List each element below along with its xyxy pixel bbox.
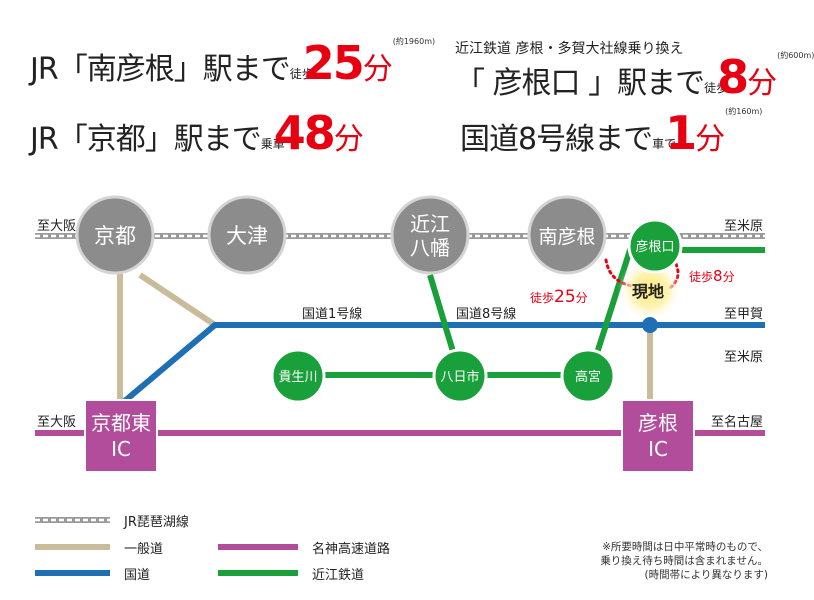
legend-ohmi-railway-label: 近江鉄道	[312, 568, 365, 583]
headline-kyoto-prefix: JR「京都」駅まで	[30, 122, 262, 157]
direction-jr-east: 至米原	[724, 219, 763, 234]
time-note-line1: ※所要時間は日中平常時のもので、	[602, 541, 768, 553]
ic-kyoto-higashi-label-2: IC	[111, 437, 131, 461]
headline-minami-hikone-prefix: JR「南彦根」駅まで	[30, 52, 291, 87]
legend-jr-label: JR琵琶湖線	[124, 515, 189, 530]
general-road-kyoto-route1	[138, 272, 217, 328]
route8-label: 国道8号線	[456, 306, 516, 322]
headline-hikoneguchi-unit: 分	[747, 66, 778, 101]
station-kibukawa-label: 貴生川	[278, 370, 317, 385]
station-yokaichi-label: 八日市	[440, 369, 479, 385]
station-kibukawa	[270, 348, 326, 404]
headline-hikoneguchi-prefix: 「 彦根口 」駅まで	[455, 66, 705, 101]
walk-8-value: 8	[713, 267, 723, 285]
station-omihachiman-label-1: 近江	[410, 212, 450, 236]
station-takamiya	[560, 348, 616, 404]
direction-ohmi-east: 至米原	[724, 350, 763, 365]
station-kyoto	[75, 195, 155, 275]
legend-national-road-label: 国道	[124, 568, 151, 583]
headline-route8-unit: 分	[695, 122, 726, 157]
station-minami-hikone-label: 南彦根	[538, 226, 595, 248]
station-otsu	[207, 195, 287, 275]
headline-minami-hikone-distance: (約1960m)	[392, 37, 436, 46]
direction-jr-west: 至大阪	[37, 219, 76, 234]
station-otsu-label: 大津	[226, 224, 268, 248]
walk-8-mode: 徒歩	[689, 269, 713, 284]
direction-route-east: 至甲賀	[724, 307, 763, 322]
headline-hikoneguchi-subtext: 近江鉄道 彦根・多賀大社線乗り換え	[455, 41, 684, 57]
ic-kyoto-higashi	[84, 399, 158, 473]
headline-route8: 国道8号線まで車で1分(約160m)	[460, 106, 762, 160]
station-omihachiman-label-2: 八幡	[410, 236, 450, 260]
current-location-dot	[642, 317, 658, 333]
ic-hikone-label-1: 彦根	[638, 411, 678, 435]
legend-expressway-label: 名神高速道路	[312, 542, 391, 557]
walk-25-value: 25	[554, 287, 576, 307]
direction-meishin-east: 至名古屋	[711, 414, 763, 430]
route1-label: 国道1号線	[302, 306, 362, 322]
walk-25-label: 徒歩25分	[530, 287, 588, 307]
headline-route8-prefix: 国道8号線まで	[460, 122, 653, 157]
station-minami-hikone	[527, 195, 607, 275]
walk-25-unit: 分	[576, 291, 588, 305]
ic-hikone	[621, 399, 695, 473]
walk-8-unit: 分	[723, 270, 735, 284]
headline-minami-hikone-unit: 分	[362, 52, 393, 87]
current-location-label: 現地	[632, 282, 664, 301]
ic-hikone-label-2: IC	[648, 437, 668, 461]
walk-25-mode: 徒歩	[530, 290, 554, 305]
headline-kyoto-unit: 分	[333, 122, 364, 157]
legend-general-road-label: 一般道	[124, 542, 164, 557]
time-note: ※所要時間は日中平常時のもので、 乗り換え待ち時間は含まれません。 (時間帯によ…	[600, 540, 768, 582]
headline-minami-hikone: JR「南彦根」駅まで徒歩25分(約1960m)	[30, 36, 435, 90]
headline-hikoneguchi-value: 8	[717, 50, 749, 104]
station-kyoto-label: 京都	[94, 224, 136, 248]
station-hikoneguchi	[627, 218, 683, 274]
headline-hikoneguchi: 「 彦根口 」駅まで徒歩8分(約600m)	[455, 50, 814, 104]
walk-8-label: 徒歩8分	[689, 267, 735, 285]
current-location-glow	[618, 258, 682, 322]
direction-meishin-west: 至大阪	[37, 415, 76, 430]
ic-kyoto-higashi-label-1: 京都東	[91, 411, 151, 435]
headline-kyoto-value: 48	[273, 106, 336, 160]
station-omihachiman	[390, 195, 470, 275]
station-takamiya-label: 高宮	[575, 369, 601, 385]
headline-route8-value: 1	[665, 106, 697, 160]
headline-kyoto: JR「京都」駅まで乗車48分	[30, 106, 364, 160]
headline-hikoneguchi-sub: 近江鉄道 彦根・多賀大社線乗り換え	[455, 38, 683, 58]
national-road	[118, 322, 765, 408]
headline-route8-distance: (約160m)	[725, 107, 763, 116]
station-yokaichi	[432, 348, 488, 404]
time-note-line2: 乗り換え待ち時間は含まれません。	[600, 555, 768, 567]
station-hikoneguchi-label: 彦根口	[635, 239, 674, 255]
headline-minami-hikone-value: 25	[302, 36, 365, 90]
time-note-line3: (時間帯により異なります)	[644, 569, 768, 581]
headline-hikoneguchi-distance: (約600m)	[777, 51, 814, 60]
